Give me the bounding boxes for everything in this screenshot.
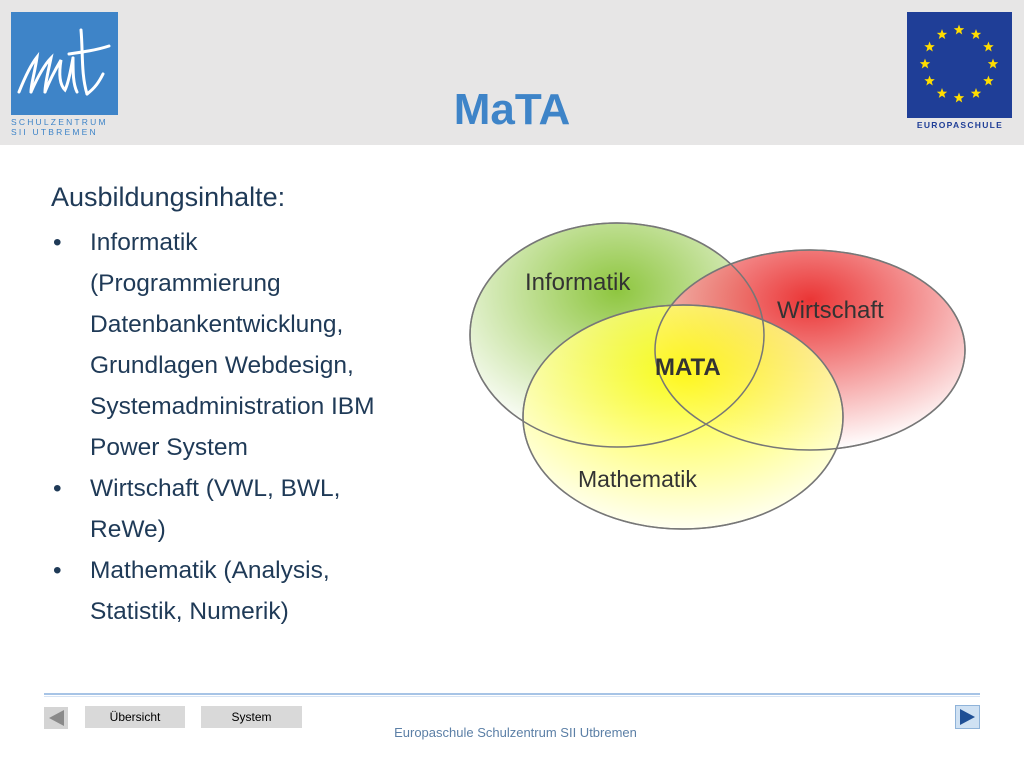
mathematik-outline xyxy=(522,304,844,530)
list-line: (Programmierung xyxy=(90,270,281,297)
list-item: • Informatik (Programmierung Datenbanken… xyxy=(51,222,451,468)
next-slide-button[interactable] xyxy=(955,705,980,729)
star-icon xyxy=(970,87,982,98)
wirtschaft-label: Wirtschaft xyxy=(777,297,884,324)
list-line: Power System xyxy=(90,434,248,461)
system-button[interactable]: System xyxy=(201,706,302,728)
list-item: • Wirtschaft (VWL, BWL, ReWe) xyxy=(51,468,451,550)
school-logo-line1: SCHULZENTRUM xyxy=(11,117,108,127)
star-icon xyxy=(970,29,982,39)
mathematik-circle xyxy=(522,304,844,530)
star-icon xyxy=(983,75,994,86)
star-icon xyxy=(919,58,931,69)
wirtschaft-outline xyxy=(654,249,966,451)
footer-divider xyxy=(44,693,980,695)
list-line: Statistik, Numerik) xyxy=(90,598,289,625)
list-line: Datenbankentwicklung, xyxy=(90,311,344,338)
star-icon xyxy=(924,41,935,52)
informatik-label: Informatik xyxy=(525,269,631,296)
footer-text: Europaschule Schulzentrum SII Utbremen xyxy=(394,725,637,740)
bullet: • xyxy=(53,557,62,584)
list-line: ReWe) xyxy=(90,516,166,543)
venn-diagram: Informatik Wirtschaft MATA Mathematik xyxy=(455,205,975,550)
informatik-outline xyxy=(469,222,765,448)
star-icon xyxy=(953,24,965,35)
school-logo xyxy=(11,12,118,115)
content-list: • Informatik (Programmierung Datenbanken… xyxy=(51,222,451,632)
europaschule-label: EUROPASCHULE xyxy=(916,120,1004,130)
school-logo-line2: SII UTBREMEN xyxy=(11,127,98,137)
footer-divider-shadow xyxy=(44,696,980,697)
list-line: Wirtschaft (VWL, BWL, xyxy=(90,475,341,502)
page-title: MaTA xyxy=(453,85,571,134)
star-icon xyxy=(987,58,999,69)
star-icon xyxy=(924,75,935,86)
bullet: • xyxy=(53,475,62,502)
list-line: Systemadministration IBM xyxy=(90,393,375,420)
list-line: Mathematik (Analysis, xyxy=(90,557,330,584)
header-band xyxy=(0,0,1024,145)
list-line: Grundlagen Webdesign, xyxy=(90,352,354,379)
star-icon xyxy=(953,92,965,103)
star-icon xyxy=(936,29,948,39)
triangle-left-icon xyxy=(49,710,64,726)
triangle-right-icon xyxy=(960,709,975,725)
school-logo-text: SCHULZENTRUM SII UTBREMEN xyxy=(11,117,131,137)
previous-slide-button[interactable] xyxy=(44,707,68,729)
star-icon xyxy=(983,41,994,52)
mathematik-label: Mathematik xyxy=(578,466,697,492)
bullet: • xyxy=(53,229,62,256)
eu-flag-logo xyxy=(907,12,1012,118)
overview-button[interactable]: Übersicht xyxy=(85,706,185,728)
list-item: • Mathematik (Analysis, Statistik, Numer… xyxy=(51,550,451,632)
section-heading: Ausbildungsinhalte: xyxy=(51,182,286,212)
mata-label: MATA xyxy=(655,354,721,381)
list-line: Informatik xyxy=(90,229,198,256)
star-icon xyxy=(936,87,948,98)
